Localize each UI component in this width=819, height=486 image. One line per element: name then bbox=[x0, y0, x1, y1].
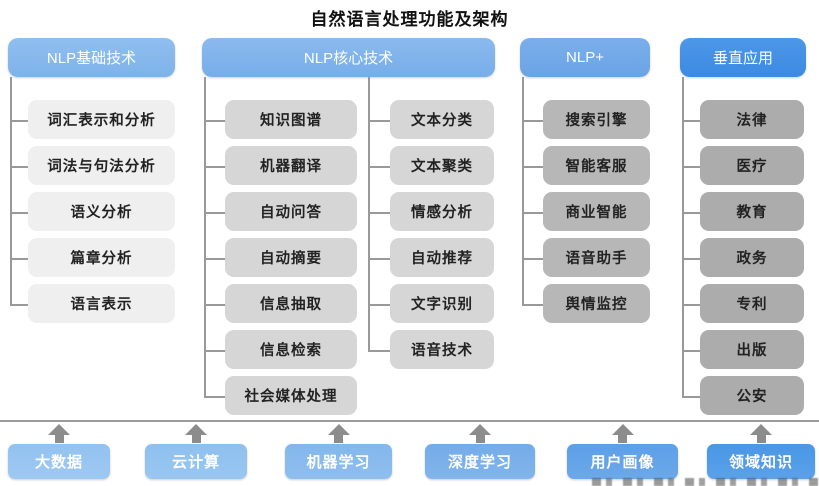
connector-line bbox=[368, 77, 370, 351]
node-nlp-core: 文本聚类 bbox=[390, 146, 494, 185]
node-nlp-core: 机器翻译 bbox=[225, 146, 357, 185]
node-vertical-apps: 专利 bbox=[700, 284, 804, 323]
node-nlp-core: 知识图谱 bbox=[225, 100, 357, 139]
connector-line bbox=[368, 212, 390, 214]
column-header-nlp-basic: NLP基础技术 bbox=[8, 38, 175, 77]
up-arrow-icon bbox=[185, 424, 207, 435]
connector-line bbox=[204, 166, 225, 168]
node-nlp-basic: 篇章分析 bbox=[28, 238, 175, 277]
column-header-nlp-core: NLP核心技术 bbox=[202, 38, 495, 77]
connector-line bbox=[682, 304, 700, 306]
connector-line bbox=[10, 166, 28, 168]
up-arrow-icon bbox=[750, 424, 772, 435]
connector-line bbox=[204, 396, 225, 398]
connector-line bbox=[10, 212, 28, 214]
node-nlp-plus: 智能客服 bbox=[543, 146, 650, 185]
node-nlp-plus: 语音助手 bbox=[543, 238, 650, 277]
node-nlp-core: 文本分类 bbox=[390, 100, 494, 139]
connector-line bbox=[682, 350, 700, 352]
connector-line bbox=[10, 304, 28, 306]
connector-line bbox=[368, 350, 390, 352]
connector-line bbox=[368, 120, 390, 122]
connector-line bbox=[204, 258, 225, 260]
watermark-fragment bbox=[592, 478, 819, 486]
connector-line bbox=[204, 120, 225, 122]
node-nlp-core: 语音技术 bbox=[390, 330, 494, 369]
node-vertical-apps: 教育 bbox=[700, 192, 804, 231]
node-vertical-apps: 法律 bbox=[700, 100, 804, 139]
connector-line bbox=[204, 212, 225, 214]
connector-line bbox=[682, 120, 700, 122]
connector-line bbox=[368, 258, 390, 260]
node-vertical-apps: 医疗 bbox=[700, 146, 804, 185]
node-nlp-basic: 语言表示 bbox=[28, 284, 175, 323]
up-arrow-icon bbox=[618, 434, 627, 443]
up-arrow-icon bbox=[469, 424, 491, 435]
foundation-box-3: 机器学习 bbox=[285, 444, 392, 479]
up-arrow-icon bbox=[334, 434, 343, 443]
node-vertical-apps: 出版 bbox=[700, 330, 804, 369]
node-nlp-core: 情感分析 bbox=[390, 192, 494, 231]
connector-line bbox=[204, 77, 206, 397]
up-arrow-icon bbox=[54, 434, 64, 443]
column-header-vertical-apps: 垂直应用 bbox=[680, 38, 806, 77]
up-arrow-icon bbox=[611, 424, 634, 435]
connector-line bbox=[522, 166, 543, 168]
node-vertical-apps: 政务 bbox=[700, 238, 804, 277]
connector-line bbox=[522, 212, 543, 214]
connector-line bbox=[682, 166, 700, 168]
foundation-box-1: 大数据 bbox=[8, 444, 110, 479]
connector-line bbox=[682, 258, 700, 260]
up-arrow-icon bbox=[191, 434, 201, 443]
node-nlp-plus: 商业智能 bbox=[543, 192, 650, 231]
up-arrow-icon bbox=[48, 424, 70, 435]
foundation-box-2: 云计算 bbox=[145, 444, 247, 479]
foundation-box-6: 领域知识 bbox=[707, 444, 815, 479]
node-nlp-plus: 搜索引擎 bbox=[543, 100, 650, 139]
node-nlp-plus: 舆情监控 bbox=[543, 284, 650, 323]
column-header-nlp-plus: NLP+ bbox=[520, 38, 650, 77]
node-nlp-basic: 词汇表示和分析 bbox=[28, 100, 175, 139]
node-nlp-core: 自动推荐 bbox=[390, 238, 494, 277]
node-nlp-core: 自动摘要 bbox=[225, 238, 357, 277]
connector-line bbox=[204, 350, 225, 352]
connector-line bbox=[204, 304, 225, 306]
node-nlp-core: 文字识别 bbox=[390, 284, 494, 323]
connector-line bbox=[368, 304, 390, 306]
connector-line bbox=[368, 166, 390, 168]
connector-line bbox=[522, 304, 543, 306]
connector-line bbox=[10, 77, 12, 305]
foundation-box-5: 用户画像 bbox=[567, 444, 678, 479]
connector-line bbox=[10, 120, 28, 122]
connector-line bbox=[682, 77, 684, 397]
connector-line bbox=[522, 77, 524, 305]
up-arrow-icon bbox=[327, 424, 350, 435]
connector-line bbox=[682, 212, 700, 214]
node-nlp-basic: 词法与句法分析 bbox=[28, 146, 175, 185]
connector-line bbox=[10, 258, 28, 260]
connector-line bbox=[522, 120, 543, 122]
connector-line bbox=[522, 258, 543, 260]
node-nlp-core: 自动问答 bbox=[225, 192, 357, 231]
node-vertical-apps: 公安 bbox=[700, 376, 804, 415]
foundation-separator-line bbox=[0, 420, 819, 422]
node-nlp-core: 信息检索 bbox=[225, 330, 357, 369]
up-arrow-icon bbox=[756, 434, 766, 443]
page-title: 自然语言处理功能及架构 bbox=[310, 10, 509, 29]
foundation-box-4: 深度学习 bbox=[425, 444, 535, 479]
up-arrow-icon bbox=[475, 434, 485, 443]
connector-line bbox=[682, 396, 700, 398]
node-nlp-basic: 语义分析 bbox=[28, 192, 175, 231]
node-nlp-core: 信息抽取 bbox=[225, 284, 357, 323]
node-nlp-core: 社会媒体处理 bbox=[225, 376, 357, 415]
